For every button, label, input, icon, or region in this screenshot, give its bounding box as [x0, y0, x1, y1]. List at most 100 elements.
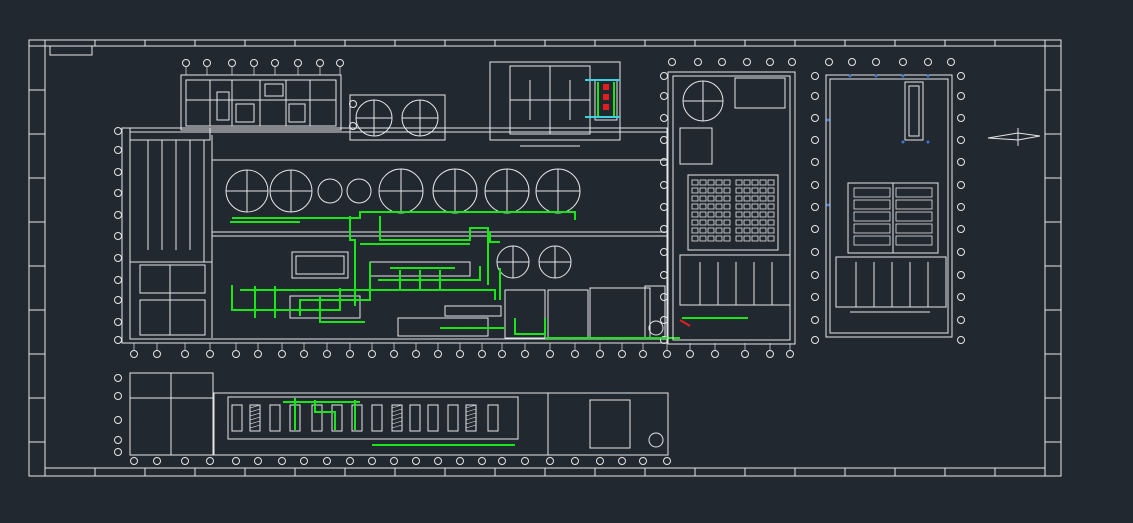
- grid-bubble: [456, 457, 464, 465]
- rack-cell: [691, 227, 699, 234]
- rack-cell: [895, 223, 933, 234]
- rack-cell: [759, 203, 767, 210]
- grid-bubble: [571, 350, 579, 358]
- grid-bubble: [660, 72, 668, 80]
- hatch-line: [249, 404, 261, 409]
- grid-bubble: [811, 72, 819, 80]
- rack-cell: [853, 223, 891, 234]
- grid-bubble: [346, 350, 354, 358]
- grid-bubble: [203, 59, 211, 67]
- grid-bubble: [521, 457, 529, 465]
- hatch-line: [465, 404, 477, 409]
- grid-bubble: [811, 316, 819, 324]
- grid-bubble: [323, 457, 331, 465]
- rack-cell: [895, 187, 933, 198]
- grid-bubble: [618, 350, 626, 358]
- grid-bubble: [349, 122, 357, 130]
- grid-bubble: [521, 350, 529, 358]
- grid-bubble: [811, 158, 819, 166]
- grid-bubble: [811, 114, 819, 122]
- grid-bubble: [766, 350, 774, 358]
- storage-rack-grid: [691, 179, 933, 246]
- far-right-building-plan: [825, 74, 953, 338]
- grid-bubble: [206, 457, 214, 465]
- grid-bubble: [686, 350, 694, 358]
- rack-cell: [699, 211, 707, 218]
- rack-cell: [751, 219, 759, 226]
- rack-cell: [715, 187, 723, 194]
- rack-cell: [715, 195, 723, 202]
- rack-cell: [767, 187, 775, 194]
- bottom-piping: [283, 398, 515, 446]
- rack-cell: [691, 195, 699, 202]
- grid-bubble: [741, 350, 749, 358]
- equipment-cell: [311, 404, 323, 432]
- grid-bubble: [639, 457, 647, 465]
- grid-bubble: [957, 336, 965, 344]
- grid-bubble: [957, 271, 965, 279]
- grid-bubble: [114, 211, 122, 219]
- hatch-line: [249, 420, 261, 425]
- rack-cell: [759, 195, 767, 202]
- grid-bubble: [153, 350, 161, 358]
- grid-bubble: [349, 100, 357, 108]
- rack-cell: [759, 235, 767, 242]
- grid-bubble: [811, 225, 819, 233]
- grid-bubble: [130, 350, 138, 358]
- sheet-frame: [28, 39, 1062, 477]
- hatch-line: [391, 416, 403, 421]
- grid-bubble: [114, 448, 122, 456]
- grid-bubble: [346, 457, 354, 465]
- hatch-line: [465, 420, 477, 425]
- rack-cell: [735, 235, 743, 242]
- grid-bubble: [206, 350, 214, 358]
- equipment-cell: [391, 404, 403, 432]
- grid-bubble: [181, 350, 189, 358]
- grid-bubble: [660, 114, 668, 122]
- rack-cell: [751, 203, 759, 210]
- rack-cell: [699, 203, 707, 210]
- grid-bubble: [114, 296, 122, 304]
- grid-bubble: [660, 203, 668, 211]
- rack-cell: [743, 219, 751, 226]
- rack-cell: [853, 187, 891, 198]
- hatch-line: [391, 408, 403, 413]
- rack-cell: [767, 227, 775, 234]
- rack-cell: [767, 179, 775, 186]
- grid-bubble: [316, 59, 324, 67]
- main-plant-plan: [121, 74, 669, 344]
- grid-bubble: [182, 59, 190, 67]
- rack-cell: [707, 211, 715, 218]
- grid-bubble: [957, 92, 965, 100]
- grid-bubble: [294, 59, 302, 67]
- hatch-line: [249, 408, 261, 413]
- grid-bubble: [368, 457, 376, 465]
- grid-bubble: [660, 181, 668, 189]
- grid-bubble: [660, 248, 668, 256]
- rack-cell: [715, 179, 723, 186]
- rack-cell: [699, 235, 707, 242]
- rack-cell: [715, 227, 723, 234]
- grid-bubble: [957, 114, 965, 122]
- rack-cell: [707, 195, 715, 202]
- grid-bubble: [596, 350, 604, 358]
- grid-bubble: [899, 58, 907, 66]
- hatch-line: [391, 424, 403, 429]
- grid-bubble: [114, 168, 122, 176]
- grid-bubble: [786, 350, 794, 358]
- grid-bubble: [390, 350, 398, 358]
- rack-cell: [751, 187, 759, 194]
- grid-bubble: [811, 203, 819, 211]
- section-detail-highlights: [585, 79, 620, 118]
- grid-bubble: [278, 457, 286, 465]
- north-arrow-icon: [987, 128, 1041, 146]
- hatch-line: [465, 424, 477, 429]
- section-detail-box: [489, 61, 621, 147]
- rack-cell: [735, 227, 743, 234]
- bottom-equipment-cells: [231, 404, 499, 432]
- rack-cell: [895, 235, 933, 246]
- equipment-cell: [231, 404, 243, 432]
- grid-bubble: [114, 276, 122, 284]
- equipment-cell: [351, 404, 363, 432]
